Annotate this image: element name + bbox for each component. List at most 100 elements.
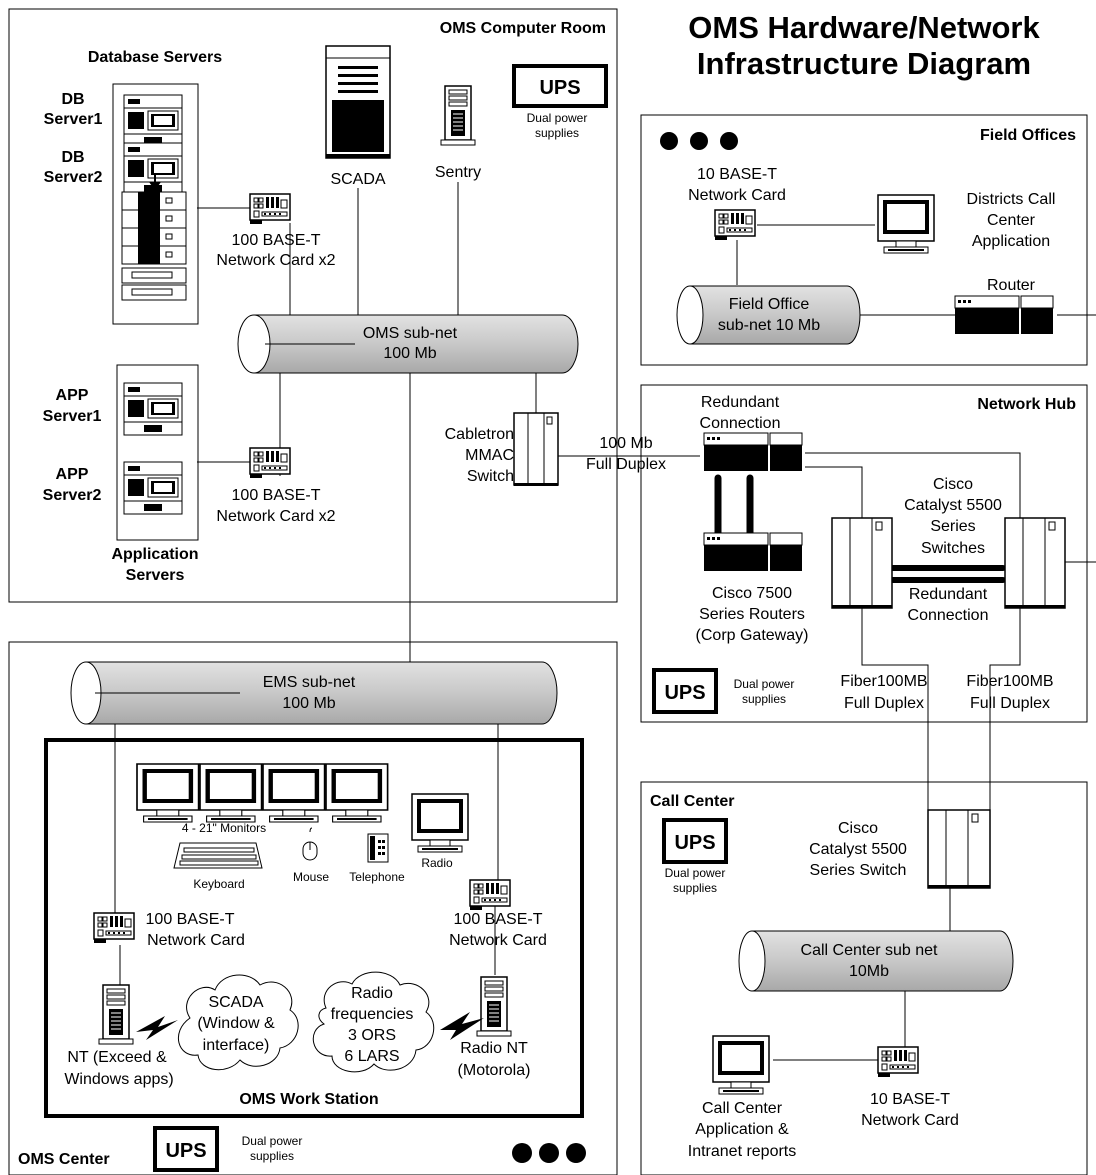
oms-room-ups-label: UPS <box>539 77 580 99</box>
field-nic-label-line2: Network Card <box>688 187 786 204</box>
application-servers-frame <box>116 364 199 541</box>
cisco-router-1-icon <box>703 432 803 472</box>
scada-server-icon <box>325 45 391 159</box>
oms-center-ups-box <box>153 1126 219 1172</box>
radio-monitor-icon <box>411 793 469 853</box>
call-center-ups-note-line2: supplies <box>673 881 717 895</box>
catalyst-switch-right-icon <box>1004 517 1066 609</box>
catalyst-switch-left-icon <box>831 517 893 609</box>
radio-cloud-icon <box>312 971 435 1073</box>
hub-ups-label: UPS <box>664 682 705 704</box>
redundant-top-label-line2: Connection <box>700 415 781 432</box>
app-server2-label-line1: APP <box>56 466 89 483</box>
db-server2-label-line2: Server2 <box>44 169 103 186</box>
scada-cloud-label-line3: interface) <box>203 1037 270 1054</box>
oms-nic-1-label-line2: Network Card x2 <box>216 252 335 269</box>
field-subnet-label-line2: sub-net 10 Mb <box>718 317 820 334</box>
diagram-title-line1: OMS Hardware/Network <box>688 10 1040 45</box>
cc-switch-label-line2: Catalyst 5500 <box>809 841 907 858</box>
fiber2-label-line2: Full Duplex <box>970 695 1050 712</box>
router-label: Router <box>987 277 1036 294</box>
catalyst-label-line1: Cisco <box>933 476 973 493</box>
cc-app-label-line2: Application & <box>695 1121 789 1138</box>
nt-label-line1: NT (Exceed & <box>67 1049 167 1066</box>
field-subnet-cylinder <box>676 285 861 345</box>
oms-center-nic-right-label-line2: Network Card <box>449 932 547 949</box>
oms-room-ups-note-line2: supplies <box>535 126 579 140</box>
field-offices-title: Field Offices <box>980 127 1076 144</box>
oms-computer-room-group: OMS Computer Room Database Servers DB Se… <box>8 8 618 603</box>
mouse-icon <box>302 827 318 861</box>
ems-subnet-label-line2: 100 Mb <box>282 695 335 712</box>
call-center-group: Call Center UPS Dual power supplies Cisc… <box>640 781 1088 1175</box>
more-centers-dots-icon <box>512 1143 586 1163</box>
network-hub-group: Network Hub Redundant Connection Cisco 7… <box>640 384 1088 723</box>
cc-catalyst-switch-icon <box>927 809 991 889</box>
cc-subnet-cylinder <box>738 930 1014 992</box>
link-100mb-label-line1: 100 Mb <box>599 435 652 452</box>
cabletron-switch-icon <box>513 412 559 487</box>
cc-app-label-line3: Intranet reports <box>688 1143 797 1160</box>
application-servers-title-line1: Application <box>111 546 198 563</box>
application-servers-title-line2: Servers <box>126 567 185 584</box>
radio-cloud-label-line2: frequencies <box>331 1006 414 1023</box>
field-offices-group: Field Offices 10 BASE-T Network Card Dis… <box>640 114 1088 366</box>
districts-app-label-line1: Districts Call <box>967 191 1056 208</box>
oms-nic-1-label-line1: 100 BASE-T <box>232 232 321 249</box>
oms-room-ups-box <box>512 64 608 108</box>
cisco-router-2-icon <box>703 532 803 572</box>
nt-label-line2: Windows apps) <box>64 1071 173 1088</box>
districts-monitor-icon <box>877 194 935 254</box>
lightning-left-icon <box>136 1016 178 1040</box>
app-server2-icon <box>123 461 183 515</box>
scada-cloud-icon <box>178 974 299 1071</box>
cc-subnet-label-line1: Call Center sub net <box>801 942 939 959</box>
oms-room-ups-note-line1: Dual power <box>527 111 588 125</box>
field-router-icon <box>954 295 1054 335</box>
nt-workstation-icon <box>98 984 134 1045</box>
cabletron-label-line1: Cabletron <box>445 426 514 443</box>
db-server2-label-line1: DB <box>61 149 84 166</box>
network-hub-title: Network Hub <box>977 396 1076 413</box>
app-server2-label-line2: Server2 <box>43 487 102 504</box>
scada-cloud-label-line1: SCADA <box>208 994 263 1011</box>
oms-center-nic-left-label-line2: Network Card <box>147 932 245 949</box>
app-server1-label-line2: Server1 <box>43 408 102 425</box>
oms-center-nic-left-label-line1: 100 BASE-T <box>146 911 235 928</box>
db-server1-label-line1: DB <box>61 91 84 108</box>
scada-label: SCADA <box>330 171 385 188</box>
cisco-routers-label-line3: (Corp Gateway) <box>696 627 809 644</box>
database-servers-title: Database Servers <box>88 49 222 66</box>
call-center-ups-note-line1: Dual power <box>665 866 726 880</box>
app-server1-label-line1: APP <box>56 387 89 404</box>
oms-subnet-label-line1: OMS sub-net <box>363 325 458 342</box>
oms-center-ups-note-line1: Dual power <box>242 1134 303 1148</box>
fiber1-label-line2: Full Duplex <box>844 695 924 712</box>
catalyst-label-line2: Catalyst 5500 <box>904 497 1002 514</box>
cc-app-monitor-icon <box>712 1035 770 1095</box>
telephone-icon <box>367 833 389 863</box>
oms-center-nic-right-icon <box>469 879 511 911</box>
oms-nic-2-icon <box>249 447 291 479</box>
lightning-right-icon <box>440 1012 484 1040</box>
call-center-ups-label: UPS <box>674 832 715 854</box>
radio-nt-label-line1: Radio NT <box>460 1040 528 1057</box>
mouse-label: Mouse <box>293 870 329 884</box>
field-offices-frame <box>640 114 1088 366</box>
keyboard-icon <box>173 842 263 869</box>
cisco-routers-label-line2: Series Routers <box>699 606 805 623</box>
hub-ups-box <box>652 668 718 714</box>
db-server1-label-line2: Server1 <box>44 111 103 128</box>
network-hub-frame <box>640 384 1088 723</box>
call-center-frame <box>640 781 1088 1175</box>
cisco-routers-label-line1: Cisco 7500 <box>712 585 792 602</box>
cc-switch-label-line1: Cisco <box>838 820 878 837</box>
oms-center-frame <box>8 641 618 1175</box>
cc-nic-icon <box>877 1046 919 1078</box>
keyboard-label: Keyboard <box>193 877 244 891</box>
districts-app-label-line2: Center <box>987 212 1036 229</box>
oms-center-group: EMS sub-net 100 Mb 4 - 21" Monitors Keyb… <box>8 641 618 1175</box>
cabletron-label-line2: MMAC <box>465 447 514 464</box>
hub-ups-note-line1: Dual power <box>734 677 795 691</box>
